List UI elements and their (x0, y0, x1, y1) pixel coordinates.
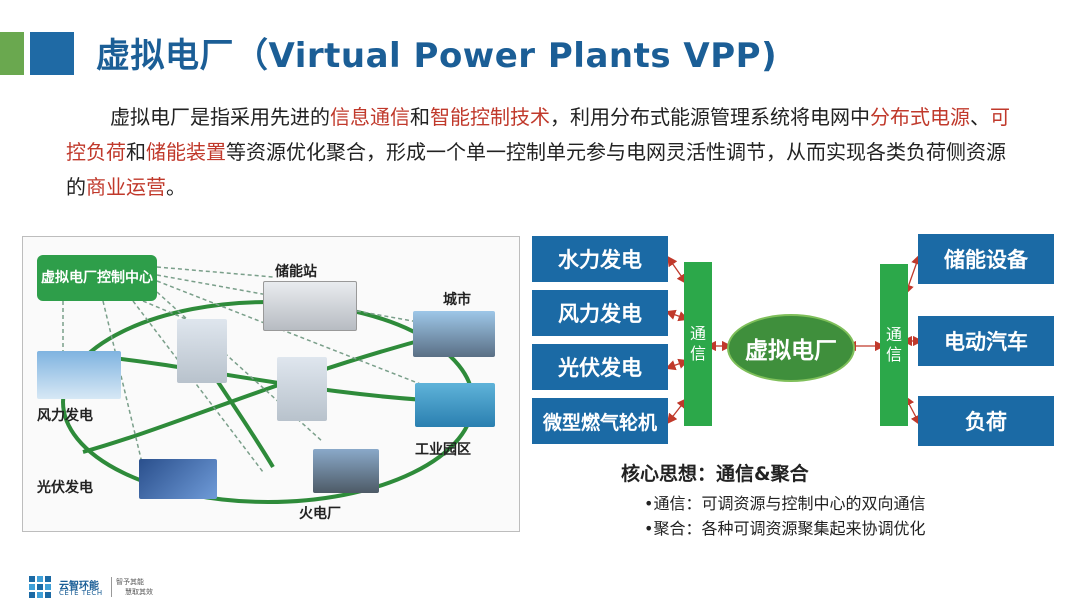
label-solar: 光伏发电 (37, 480, 93, 496)
intro-text-segment: 虚拟电厂是指采用先进的 (110, 105, 330, 129)
vpp-center: 虚拟电厂 (727, 314, 855, 382)
logo-divider (111, 577, 112, 597)
thermal-plant-image (313, 449, 379, 493)
core-line-comm: •通信：可调资源与控制中心的双向通信 (644, 494, 926, 513)
source-solar: 光伏发电 (532, 344, 668, 390)
city-image (413, 311, 495, 357)
left-comm-bar: 通信 (684, 262, 712, 426)
source-hydro: 水力发电 (532, 236, 668, 282)
company-logo: 云智环能 CETE TECH 智予其能 慧取其效 (27, 574, 197, 600)
intro-highlight: 储能装置 (146, 140, 226, 164)
target-storage: 储能设备 (918, 234, 1054, 284)
solar-panel-image (139, 459, 217, 499)
intro-text-segment: 。 (166, 175, 186, 199)
label-thermal: 火电厂 (299, 506, 341, 522)
source-wind: 风力发电 (532, 290, 668, 336)
vpp-control-center: 虚拟电厂控制中心 (37, 255, 157, 301)
label-industrial: 工业园区 (415, 442, 471, 458)
intro-highlight: 智能控制技术 (430, 105, 550, 129)
vpp-illustration: 虚拟电厂控制中心 储能站 城市 风力发电 工业园区 光伏发电 火电厂 (22, 236, 520, 532)
logo-en-text: CETE TECH (59, 589, 103, 597)
intro-highlight: 商业运营 (86, 175, 166, 199)
intro-text-segment: 和 (126, 140, 146, 164)
logo-slogan-1: 智予其能 (116, 578, 144, 586)
intro-text-segment: ，利用分布式能源管理系统将电网中 (550, 105, 870, 129)
logo-cn-text: 云智环能 (59, 581, 99, 592)
source-gas-turbine: 微型燃气轮机 (532, 398, 668, 444)
logo-slogan-2: 慧取其效 (125, 588, 153, 596)
title-accent-green (0, 32, 24, 75)
intro-paragraph: 虚拟电厂是指采用先进的信息通信和智能控制技术，利用分布式能源管理系统将电网中分布… (66, 100, 1021, 205)
pylon-image-1 (177, 319, 227, 383)
label-city: 城市 (443, 292, 471, 308)
wind-farm-image (37, 351, 121, 399)
title-accent-blue (30, 32, 74, 75)
industrial-park-image (415, 383, 495, 427)
label-wind: 风力发电 (37, 408, 93, 424)
logo-cube-icon (29, 576, 51, 598)
pylon-image-2 (277, 357, 327, 421)
intro-highlight: 可控负荷 (66, 105, 1010, 164)
intro-highlight: 信息通信 (330, 105, 410, 129)
intro-text-segment: 、 (970, 105, 990, 129)
target-ev: 电动汽车 (918, 316, 1054, 366)
target-load: 负荷 (918, 396, 1054, 446)
intro-text-segment: 和 (410, 105, 430, 129)
label-storage-station: 储能站 (275, 264, 317, 280)
right-comm-bar: 通信 (880, 264, 908, 426)
page-title: 虚拟电厂（Virtual Power Plants VPP) (96, 36, 778, 76)
intro-text-segment: 等资源优化聚合，形成一个单一控制单元参与电网灵活性调节，从而实现各类负荷侧资源的 (66, 140, 1006, 199)
storage-station-image (263, 281, 357, 331)
core-idea-title: 核心思想：通信&聚合 (621, 463, 809, 485)
core-line-aggregate: •聚合：各种可调资源聚集起来协调优化 (644, 519, 926, 538)
intro-highlight: 分布式电源 (870, 105, 970, 129)
